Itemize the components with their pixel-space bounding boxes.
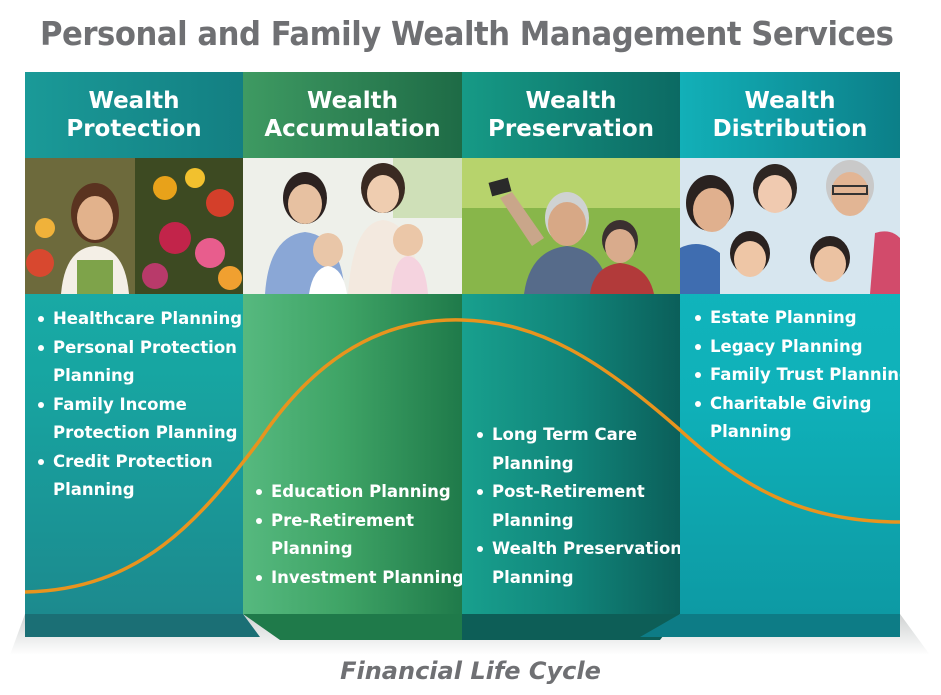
young-family-photo <box>243 158 462 294</box>
elderly-couple-selfie-photo <box>462 158 680 294</box>
service-item-continuation: Planning <box>53 480 135 499</box>
stage-heading-wealth-accumulation: Wealth Accumulation <box>243 72 462 158</box>
service-item-healthcare-planning: Healthcare Planning <box>37 305 242 334</box>
service-list-wealth-preservation: Long Term Care Planning Post-Retirement … <box>476 421 680 592</box>
service-item-long-term-care-planning: Long Term Care <box>476 421 680 450</box>
stage-heading-line2: Distribution <box>712 116 868 142</box>
stage-heading-wealth-protection: Wealth Protection <box>25 72 243 158</box>
service-list-wealth-accumulation: Education Planning Pre-Retirement Planni… <box>255 478 462 592</box>
stage-heading-line1: Wealth <box>307 88 398 114</box>
service-item-personal-protection-planning: Personal Protection <box>37 334 242 363</box>
stage-panel-wealth-protection: Wealth Protection Healthcare Planning Pe… <box>25 72 243 614</box>
service-item-continuation: Planning <box>492 453 574 473</box>
stage-panel-wealth-accumulation: Wealth Accumulation Education Planning P… <box>243 72 462 614</box>
stage-heading-line2: Accumulation <box>264 116 441 142</box>
multigeneration-family-photo <box>680 158 900 294</box>
service-item-credit-protection-planning: Credit Protection <box>37 448 242 477</box>
service-item-family-income-protection: Family Income <box>37 391 242 420</box>
woman-florist-photo <box>25 158 243 294</box>
service-item-continuation: Protection Planning <box>53 423 238 442</box>
stage-heading-wealth-preservation: Wealth Preservation <box>462 72 680 158</box>
service-item-charitable-giving-planning: Charitable Giving <box>694 390 900 419</box>
page-title: Personal and Family Wealth Management Se… <box>40 14 894 53</box>
service-item-estate-planning: Estate Planning <box>694 304 900 333</box>
stage-panel-wealth-preservation: Wealth Preservation Long Term Care Plann… <box>462 72 680 614</box>
service-list-wealth-distribution: Estate Planning Legacy Planning Family T… <box>694 304 900 447</box>
service-item-wealth-preservation-planning: Wealth Preservation <box>476 535 680 564</box>
stage-heading-wealth-distribution: Wealth Distribution <box>680 72 900 158</box>
service-item-continuation: Planning <box>53 366 135 385</box>
service-item-pre-retirement-planning: Pre-Retirement <box>255 507 462 536</box>
service-list-wealth-protection: Healthcare Planning Personal Protection … <box>37 305 242 505</box>
service-item-post-retirement-planning: Post-Retirement <box>476 478 680 507</box>
stage-heading-line2: Protection <box>66 116 202 142</box>
service-item-continuation: Planning <box>492 510 574 530</box>
stage-heading-line2: Preservation <box>488 116 654 142</box>
service-item-investment-planning: Investment Planning <box>255 564 462 593</box>
service-item-education-planning: Education Planning <box>255 478 462 507</box>
service-item-family-trust-planning: Family Trust Planning <box>694 361 900 390</box>
stage-heading-line1: Wealth <box>88 88 180 114</box>
stage-heading-line1: Wealth <box>744 88 836 114</box>
service-item-continuation: Planning <box>492 567 574 587</box>
service-item-continuation: Planning <box>710 422 792 441</box>
service-item-legacy-planning: Legacy Planning <box>694 333 900 362</box>
stage-panel-wealth-distribution: Wealth Distribution Estate Planning Lega… <box>680 72 900 614</box>
stage-heading-line1: Wealth <box>525 88 617 114</box>
financial-life-cycle-caption: Financial Life Cycle <box>340 657 601 685</box>
service-item-continuation: Planning <box>271 539 353 558</box>
